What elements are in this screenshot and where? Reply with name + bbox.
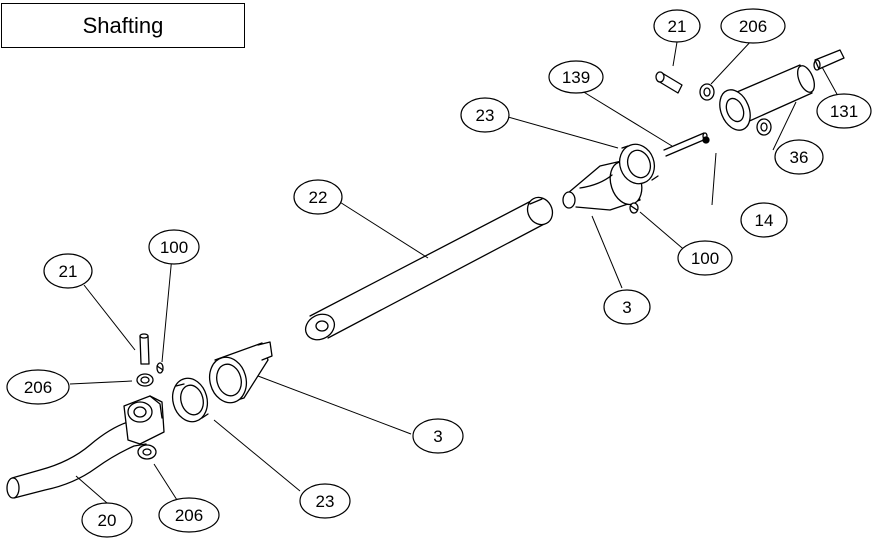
callout-23-top: 23 [460,97,510,133]
part-36-tube [719,64,815,136]
callout-36: 36 [774,139,824,175]
callout-14-label: 14 [755,211,774,230]
callout-3-top: 3 [603,289,651,325]
callout-206-top: 206 [720,8,786,44]
callout-20-label: 20 [98,511,117,530]
callout-22-label: 22 [309,188,328,207]
callout-100-right: 100 [677,240,733,276]
callout-3-bottom-label: 3 [433,427,442,446]
callout-21-top-label: 21 [668,17,687,36]
callout-20: 20 [81,502,133,538]
callout-22: 22 [293,179,343,215]
part-206-ring-top [699,83,715,101]
callout-14: 14 [740,202,788,238]
callout-206-top-label: 206 [739,17,767,36]
part-14-ball [702,136,710,144]
title-box: Shafting [1,3,245,48]
callout-139: 139 [548,60,604,94]
part-206-ring-left [136,373,154,387]
callout-3-bottom: 3 [412,418,464,454]
leader-lines [69,38,839,504]
part-23-ring-bottom [171,377,209,423]
callout-23-top-label: 23 [476,106,495,125]
callout-23-bottom-label: 23 [316,492,335,511]
callout-3-top-label: 3 [622,298,631,317]
part-20-bent-shaft [6,395,165,499]
part-22-shaft [304,196,554,341]
callout-131-label: 131 [830,102,858,121]
callout-206-bottom: 206 [158,497,220,533]
part-139-pin [663,132,708,157]
part-21-dowel-left [139,333,150,365]
callout-23-bottom: 23 [299,483,351,519]
callout-206-left-label: 206 [24,378,52,397]
callout-100-right-label: 100 [691,249,719,268]
part-3-yoke-bottom [208,341,273,404]
callout-131: 131 [816,93,872,129]
callout-21-left: 21 [43,253,93,289]
part-21-dowel-top [655,71,683,94]
callout-36-label: 36 [790,148,809,167]
part-100-screw-right [629,202,639,214]
part-23-ring-top [618,143,659,185]
callout-206-left: 206 [6,369,70,405]
callout-21-top: 21 [653,9,701,43]
part-206-ring-bottom [137,444,157,460]
callout-100-left-label: 100 [160,238,188,257]
diagram-title: Shafting [82,12,164,38]
callout-139-label: 139 [562,68,590,87]
part-131-plug [813,49,845,71]
callouts: 21 206 139 131 23 36 14 22 [6,8,872,538]
callout-206-bottom-label: 206 [175,506,203,525]
callout-100-left: 100 [148,229,200,265]
callout-21-left-label: 21 [59,262,78,281]
part-100-screw-left [156,362,164,374]
